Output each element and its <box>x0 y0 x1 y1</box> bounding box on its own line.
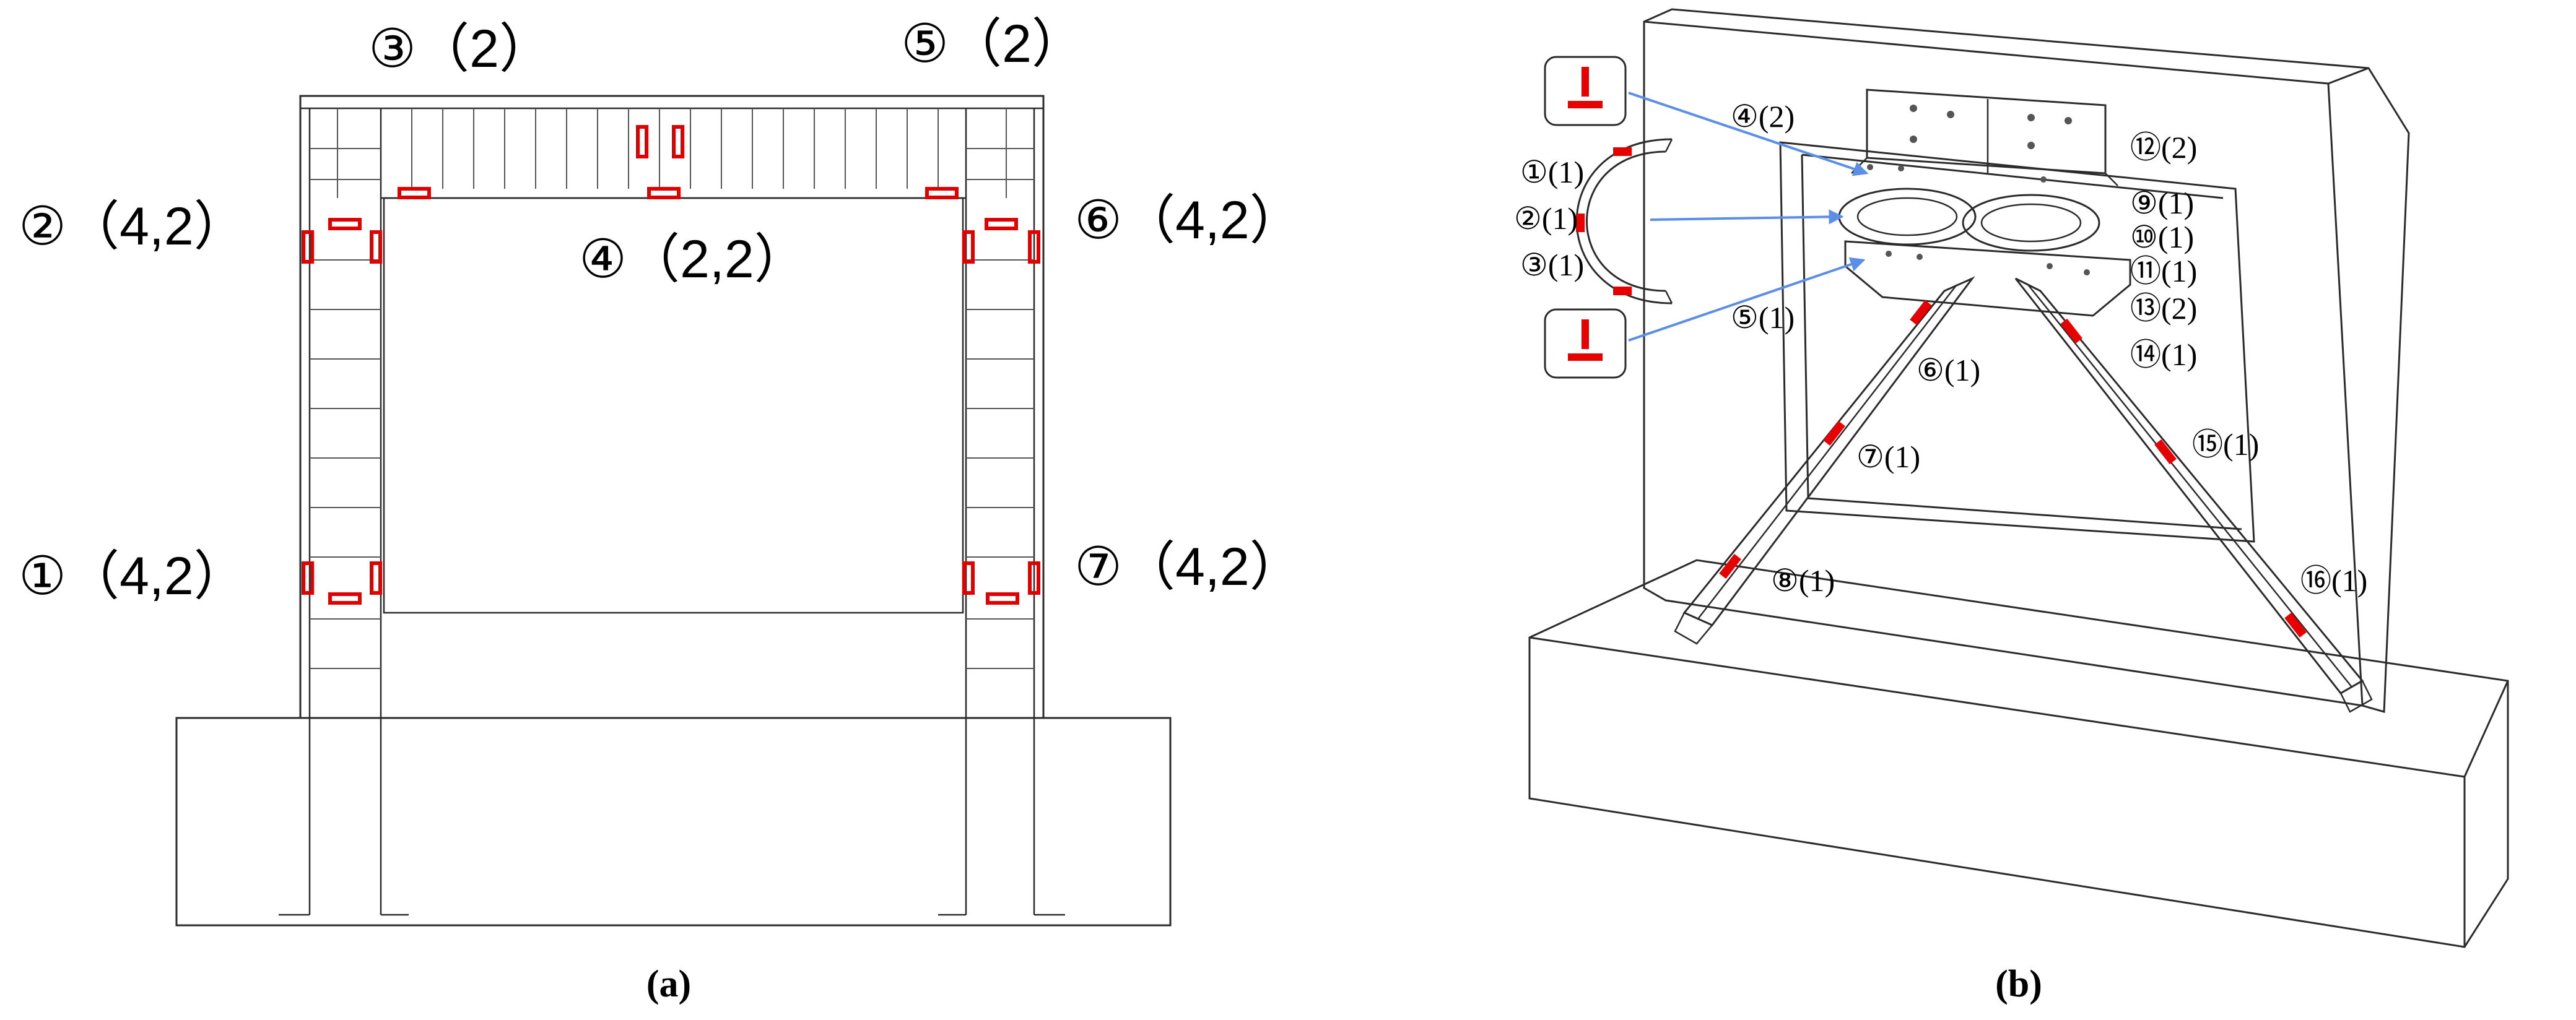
gauge-beam-left <box>398 187 431 199</box>
panel-b-isometric-drawing: ①(1) ②(1) ③(1) ④(2) ⑤(1) ⑥(1) ⑦(1) ⑧(1) … <box>1514 8 2509 1005</box>
label-a-5: ⑤（2） <box>901 14 1085 74</box>
label-a-7: ⑦（4,2） <box>1074 537 1303 597</box>
label-b-9: ⑨(1) <box>2130 186 2194 220</box>
panel-a-elevation-drawing: ①（4,2） ②（4,2） ③（2） ④（2,2） ⑤（2） ⑥（4,2） ⑦（… <box>19 14 1303 1005</box>
base-block <box>1528 559 2509 948</box>
gauge-col-left-top-r <box>370 230 382 264</box>
gauge-col-left-top-h <box>328 218 362 230</box>
leader-arrows <box>1628 92 1869 342</box>
label-b-15: ⑮(1) <box>2192 427 2259 462</box>
caption-b: (b) <box>1995 963 2042 1005</box>
gauge-col-left-bot-l <box>302 561 314 595</box>
label-b-10: ⑩(1) <box>2130 220 2194 254</box>
gauge-col-right-bot-r <box>1028 561 1040 595</box>
labels-b: ①(1) ②(1) ③(1) ④(2) ⑤(1) ⑥(1) ⑦(1) ⑧(1) … <box>1514 99 2367 598</box>
label-b-1: ①(1) <box>1520 155 1584 189</box>
column-ties <box>310 259 1034 669</box>
gauge-col-right-top-r <box>1028 230 1040 264</box>
caption-a: (a) <box>646 963 691 1005</box>
label-a-6: ⑥（4,2） <box>1074 191 1303 250</box>
gauge-col-right-top-h <box>985 218 1018 230</box>
gauge-col-left-bot-r <box>370 561 382 595</box>
connector-assembly <box>1838 89 2131 317</box>
label-b-13: ⑬(2) <box>2130 291 2197 326</box>
gauge-col-left-bot-h <box>328 592 362 605</box>
label-b-4: ④(2) <box>1731 99 1795 134</box>
right-brace <box>2014 277 2373 713</box>
label-b-16: ⑯(1) <box>2300 563 2367 598</box>
label-b-12: ⑫(2) <box>2130 130 2197 165</box>
label-a-2: ②（4,2） <box>19 197 247 256</box>
label-b-2: ②(1) <box>1514 201 1578 236</box>
strain-gauges-b <box>1575 138 2307 638</box>
label-a-1: ①（4,2） <box>19 547 247 606</box>
gauge-beam-mid-2 <box>672 125 684 158</box>
label-b-7: ⑦(1) <box>1856 439 1920 474</box>
gauge-col-right-top-l <box>962 230 975 264</box>
gauge-col-left-top-l <box>302 230 314 264</box>
label-b-6: ⑥(1) <box>1917 353 1980 387</box>
frame-outer-outline <box>299 95 1045 719</box>
gauge-symbol-callout-top <box>1544 56 1627 126</box>
gauge-col-right-bot-l <box>962 561 975 595</box>
wall-frame <box>1643 8 2410 713</box>
foundation-outline <box>175 717 1172 927</box>
label-b-14: ⑭(1) <box>2130 337 2197 372</box>
gauge-symbol-callout-bottom <box>1544 308 1627 379</box>
gauge-beam-mid-bottom <box>647 187 681 199</box>
label-b-5: ⑤(1) <box>1731 300 1795 335</box>
label-b-8: ⑧(1) <box>1771 563 1835 598</box>
left-brace <box>1674 276 1975 645</box>
label-b-3: ③(1) <box>1520 248 1584 282</box>
label-a-3: ③（2） <box>368 19 552 79</box>
label-a-4: ④（2,2） <box>579 230 807 289</box>
gauge-col-right-bot-h <box>986 592 1019 605</box>
gauge-beam-mid-1 <box>636 125 648 158</box>
beam-stirrups <box>310 108 1034 198</box>
strain-gauges-a <box>302 125 1040 605</box>
gauge-beam-right <box>925 187 959 199</box>
label-b-11: ⑪(1) <box>2130 254 2197 288</box>
